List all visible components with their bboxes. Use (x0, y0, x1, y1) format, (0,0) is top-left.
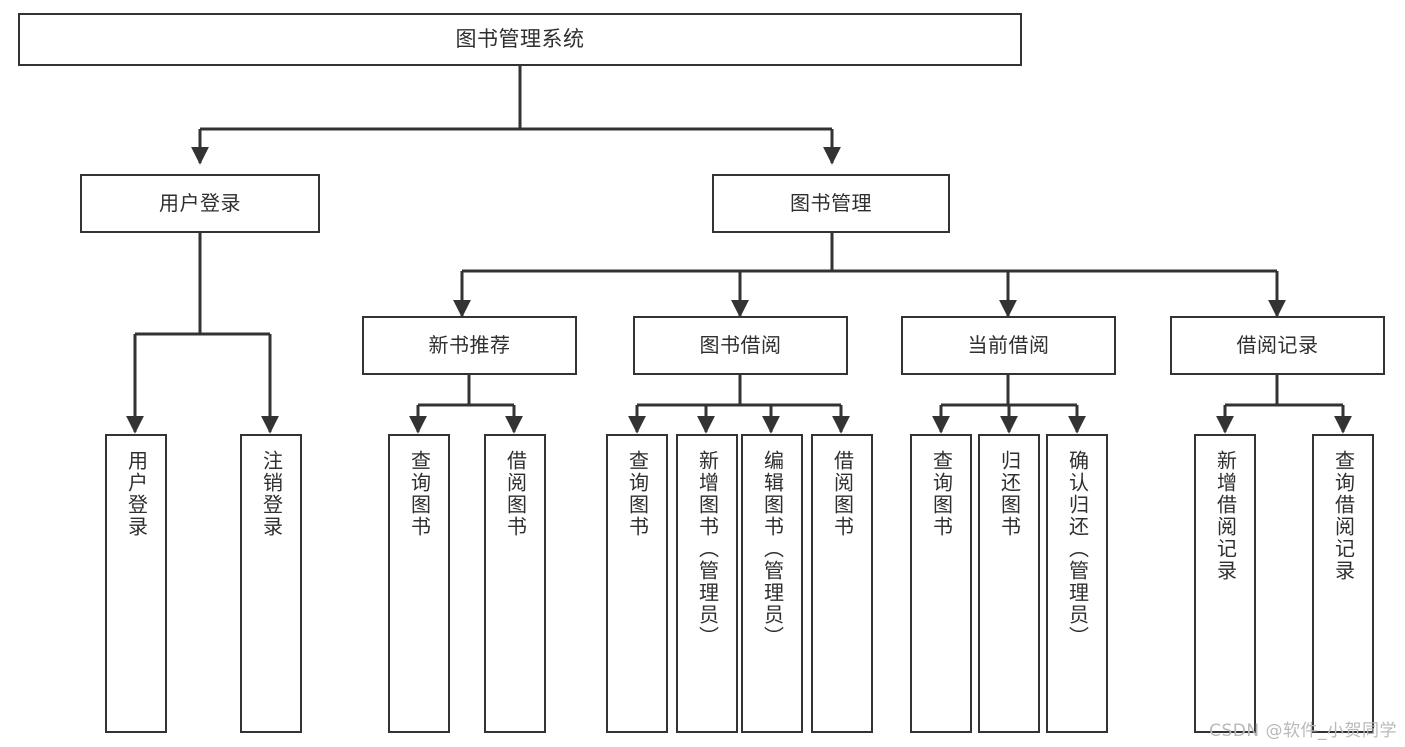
node-new-book-recommend[interactable]: 新书推荐 (362, 316, 577, 375)
node-leaf-query-record-label: 查询借阅记录 (1331, 450, 1356, 582)
node-current-borrow[interactable]: 当前借阅 (901, 316, 1116, 375)
node-borrow-record-label: 借阅记录 (1236, 332, 1319, 357)
node-leaf-confirm-return[interactable]: 确认归还（管理员） (1046, 434, 1108, 733)
node-leaf-user-login[interactable]: 用户登录 (105, 434, 167, 733)
watermark-text: CSDN @软件_小贺同学 (1209, 721, 1397, 741)
node-leaf-borrow-book-1-label: 借阅图书 (503, 450, 528, 538)
node-leaf-edit-book[interactable]: 编辑图书（管理员） (741, 434, 803, 733)
node-leaf-logout[interactable]: 注销登录 (240, 434, 302, 733)
node-user-login[interactable]: 用户登录 (80, 174, 320, 233)
node-leaf-add-book[interactable]: 新增图书（管理员） (676, 434, 738, 733)
node-leaf-user-login-label: 用户登录 (124, 450, 149, 538)
node-leaf-edit-book-label: 编辑图书（管理员） (760, 450, 785, 648)
node-leaf-query-book-3-label: 查询图书 (929, 450, 954, 538)
node-leaf-return-book[interactable]: 归还图书 (978, 434, 1040, 733)
node-leaf-add-record-label: 新增借阅记录 (1213, 450, 1238, 582)
node-leaf-confirm-return-label: 确认归还（管理员） (1065, 450, 1090, 648)
node-book-management-label: 图书管理 (790, 190, 872, 215)
node-leaf-borrow-book-2[interactable]: 借阅图书 (811, 434, 873, 733)
node-leaf-add-record[interactable]: 新增借阅记录 (1194, 434, 1256, 733)
node-leaf-query-book-2-label: 查询图书 (625, 450, 650, 538)
node-leaf-query-book-3[interactable]: 查询图书 (910, 434, 972, 733)
node-borrow-record[interactable]: 借阅记录 (1170, 316, 1385, 375)
node-root-system-label: 图书管理系统 (455, 27, 585, 52)
node-leaf-borrow-book-2-label: 借阅图书 (830, 450, 855, 538)
node-leaf-query-record[interactable]: 查询借阅记录 (1312, 434, 1374, 733)
node-leaf-borrow-book-1[interactable]: 借阅图书 (484, 434, 546, 733)
node-leaf-add-book-label: 新增图书（管理员） (695, 450, 720, 648)
node-leaf-logout-label: 注销登录 (259, 450, 284, 538)
node-book-borrow[interactable]: 图书借阅 (633, 316, 848, 375)
node-book-management[interactable]: 图书管理 (712, 174, 950, 233)
node-leaf-query-book-2[interactable]: 查询图书 (606, 434, 668, 733)
node-root-system[interactable]: 图书管理系统 (18, 13, 1022, 66)
node-current-borrow-label: 当前借阅 (967, 332, 1050, 357)
node-leaf-return-book-label: 归还图书 (997, 450, 1022, 538)
node-user-login-label: 用户登录 (159, 190, 241, 215)
node-book-borrow-label: 图书借阅 (699, 332, 782, 357)
node-new-book-recommend-label: 新书推荐 (428, 332, 511, 357)
node-leaf-query-book-1-label: 查询图书 (407, 450, 432, 538)
node-leaf-query-book-1[interactable]: 查询图书 (388, 434, 450, 733)
